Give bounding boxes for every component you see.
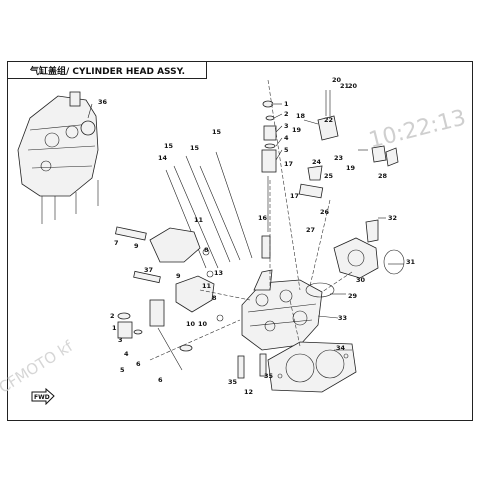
callout-c17b: 17 [290, 192, 299, 200]
engine-assembly [17, 91, 99, 224]
callout-c8b: 8 [212, 294, 217, 302]
pushrods [165, 151, 253, 269]
valve-stack-upper [261, 100, 277, 232]
callout-c28: 28 [378, 172, 388, 180]
callout-c6b: 6 [158, 376, 163, 384]
callout-c3a: 3 [284, 122, 289, 130]
callout-c15b: 15 [190, 144, 200, 152]
assembly-lines [149, 79, 353, 361]
rocker-arms [115, 226, 224, 322]
callout-c29: 29 [348, 292, 358, 300]
stud-35b [259, 353, 267, 377]
callout-c11b: 11 [202, 282, 212, 290]
callout-c8a: 8 [204, 246, 209, 254]
callout-c30: 30 [356, 276, 366, 284]
callout-c5b: 5 [120, 366, 125, 374]
callout-c15c: 15 [212, 128, 222, 136]
callout-c22: 22 [324, 116, 333, 124]
part-26 [298, 183, 324, 199]
title-box [7, 61, 207, 79]
diagram-title: 气缸盖组/ CYLINDER HEAD ASSY. [30, 67, 186, 77]
callout-c1a: 1 [284, 100, 289, 108]
callout-c2a: 2 [284, 110, 289, 118]
valve-stack-lower [117, 299, 193, 371]
callout-c5a: 5 [284, 146, 289, 154]
callout-c21: 21 [340, 82, 350, 90]
callout-c27: 27 [306, 226, 315, 234]
callout-c20a: 20 [332, 76, 342, 84]
callout-c16: 16 [258, 214, 268, 222]
cylinder-head [241, 269, 323, 351]
fwd-arrow-icon: FWD [31, 387, 55, 405]
callout-c23: 23 [334, 154, 343, 162]
head-gasket [267, 341, 357, 393]
callout-c19a: 19 [292, 126, 302, 134]
callout-c2b: 2 [110, 312, 115, 320]
callout-c26: 26 [320, 208, 330, 216]
callout-c37: 37 [144, 266, 153, 274]
callout-c1b: 1 [112, 324, 117, 332]
o-ring-29 [305, 282, 335, 298]
leader-lines [273, 103, 404, 351]
callout-c24: 24 [312, 158, 322, 166]
callout-c35a: 35 [228, 378, 238, 386]
callout-c13: 13 [214, 269, 223, 277]
diagram-frame [7, 61, 473, 421]
callout-c14: 14 [158, 154, 168, 162]
stud-35a [237, 355, 245, 379]
callout-c12: 12 [244, 388, 253, 396]
callout-c6a: 6 [136, 360, 141, 368]
sensors [307, 90, 399, 181]
callout-c10b: 10 [198, 320, 208, 328]
callout-c17a: 17 [284, 160, 293, 168]
callout-c35b: 35 [264, 372, 274, 380]
callout-c7: 7 [114, 239, 119, 247]
callout-c10a: 10 [186, 320, 196, 328]
callout-c11a: 11 [194, 216, 204, 224]
callout-c20b: 20 [348, 82, 358, 90]
callout-c9b: 9 [176, 272, 181, 280]
callout-c9a: 9 [134, 242, 139, 250]
svg-text:FWD: FWD [34, 394, 50, 401]
callout-c4a: 4 [284, 134, 289, 142]
thermostat-housing [333, 219, 405, 279]
callout-c36: 36 [98, 98, 108, 106]
callout-c15a: 15 [164, 142, 174, 150]
callout-c34: 34 [336, 344, 346, 352]
callout-c31: 31 [406, 258, 416, 266]
callout-c3b: 3 [118, 336, 123, 344]
callout-c33: 33 [338, 314, 347, 322]
callout-c32: 32 [388, 214, 397, 222]
callout-c19b: 19 [346, 164, 356, 172]
callout-c4b: 4 [124, 350, 129, 358]
callout-c18: 18 [296, 112, 306, 120]
callout-c25: 25 [324, 172, 334, 180]
